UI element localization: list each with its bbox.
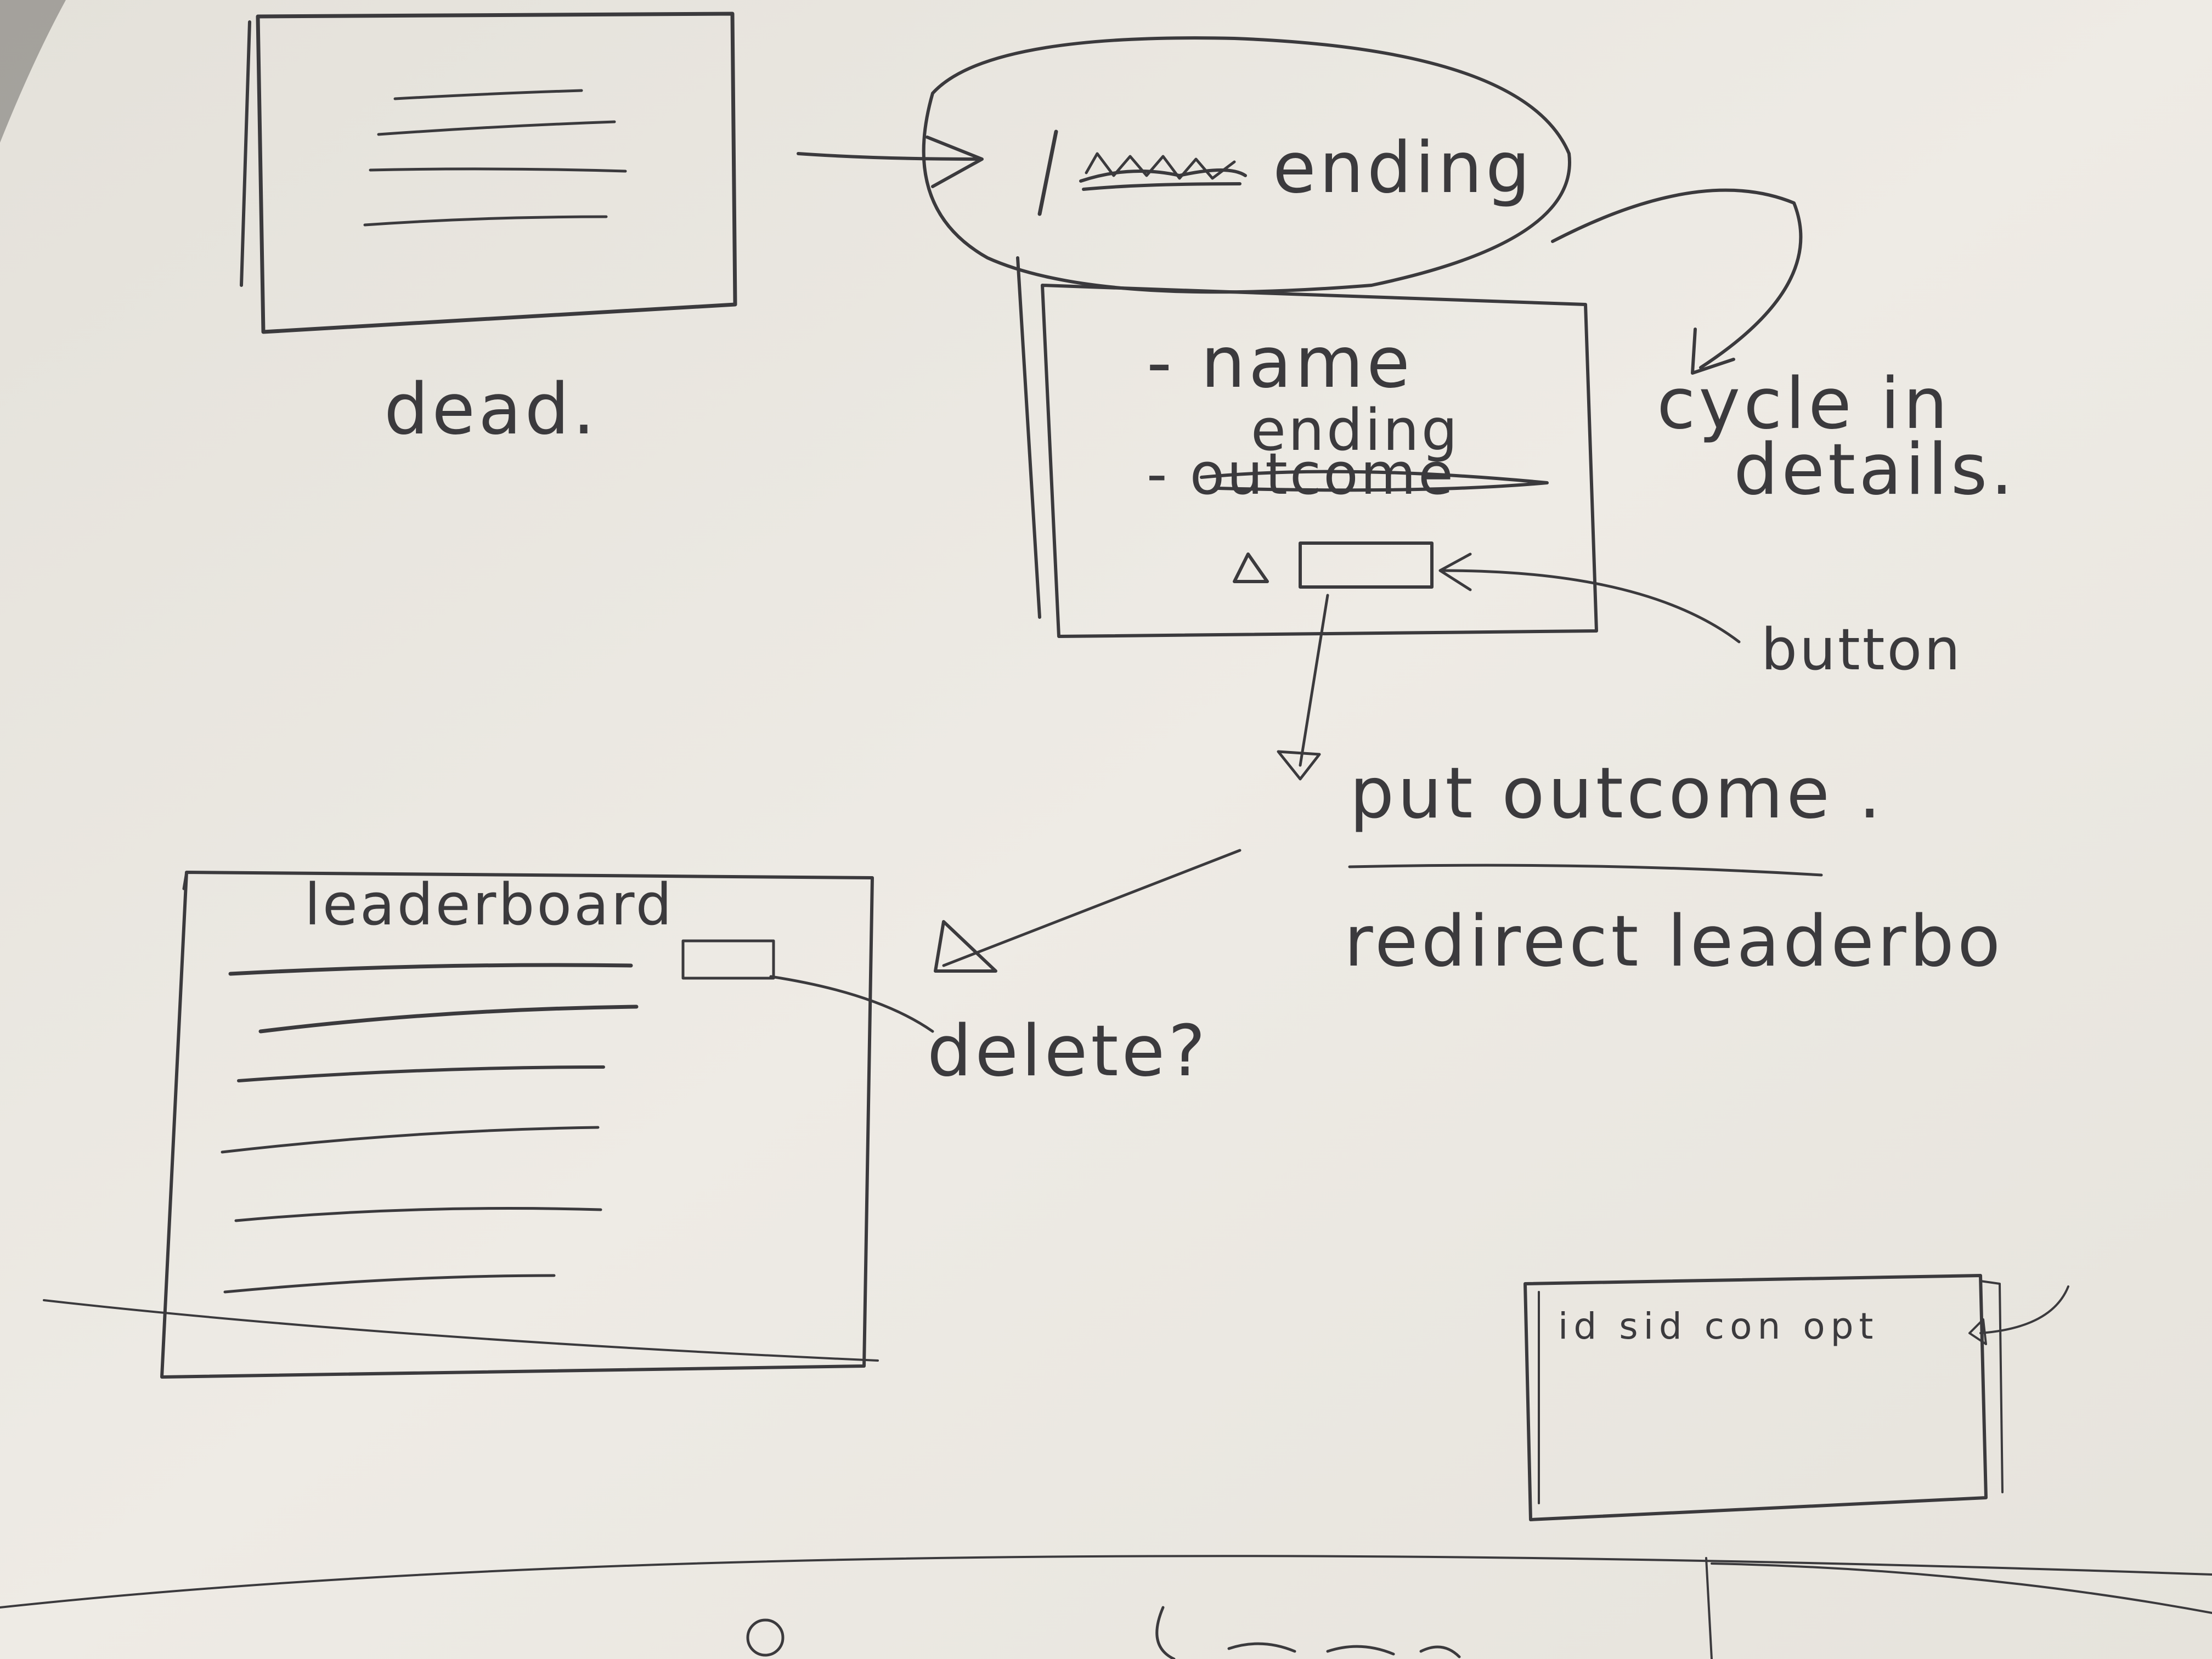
table-sketch: id sid con opt — [1523, 1274, 2069, 1521]
button-pointer-arrow — [1438, 552, 1741, 644]
leaderboard-title: leaderboard — [304, 871, 674, 938]
arrow-button-to-outcome — [1277, 594, 1329, 781]
leaderboard-sketch: leaderboard — [43, 871, 879, 1379]
outcome-strikethrough — [1200, 470, 1549, 492]
page-bottom-edge — [0, 1555, 2212, 1609]
form-submit-button — [1299, 541, 1434, 589]
delete-note: delete? — [927, 1011, 1209, 1092]
delete-pointer-line — [769, 975, 934, 1033]
table-header: id sid con opt — [1558, 1305, 1878, 1347]
put-outcome-note: put outcome . — [1350, 753, 1884, 834]
cycle-arrow — [1551, 188, 1803, 375]
cycle-note-line2: details. — [1734, 429, 2016, 511]
scribbled-out-word — [1079, 152, 1247, 191]
form-field-correction: ending — [1251, 397, 1460, 464]
dead-caption: dead. — [384, 369, 598, 450]
dead-screen-sketch: dead. — [240, 12, 737, 450]
ending-label: ending — [1273, 127, 1533, 209]
table-lower-line — [1711, 1562, 2212, 1614]
form-field-name: - name — [1147, 322, 1413, 404]
ending-bubble: ending — [922, 36, 1571, 294]
page-shadow — [0, 0, 66, 143]
form-icon — [1233, 552, 1269, 583]
cycle-note-line1: cycle in — [1657, 363, 1951, 445]
ending-form-sketch: - name ending - outcome — [1016, 256, 1598, 638]
leaderboard-delete-button — [681, 939, 775, 980]
arrow-dead-to-ending — [797, 136, 984, 188]
put-outcome-underline — [1348, 864, 1823, 877]
bottom-partial-sketch — [746, 1606, 1461, 1659]
redirect-note: redirect leaderbo — [1344, 901, 2004, 983]
button-note: button — [1761, 616, 1962, 683]
table-lower-divider — [1705, 1557, 1713, 1659]
arrow-to-leaderboard — [934, 849, 1242, 973]
